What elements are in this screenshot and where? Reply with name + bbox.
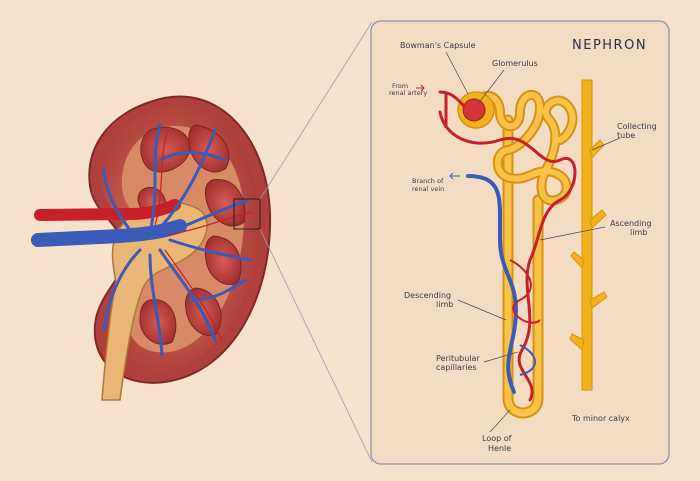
arrow-vein-icon [449,172,460,180]
artery-branches [154,129,253,341]
label-loop-of-henle-1: Loop of [482,434,512,443]
magnifier-box-icon [233,198,261,230]
leader-lines [445,51,621,433]
kidney-cross-section-icon [31,95,272,401]
label-to-minor-calyx: To minor calyx [571,414,630,423]
label-peritubular-2: capillaries [436,363,477,372]
label-glomerulus: Glomerulus [492,59,538,68]
label-branch-renal-vein-1: Branch of [412,177,444,185]
label-peritubular-1: Peritubular [436,354,480,363]
label-from-renal-artery-1: From [392,82,408,90]
label-descending-limb-1: Descending [404,291,451,300]
label-branch-renal-vein-2: renal vein [412,185,444,193]
zoom-line-bottom [259,228,373,463]
label-descending-limb-2: limb [436,300,453,309]
zoom-line-top [259,21,373,200]
renal-artery [34,199,181,221]
nephron-panel [370,20,670,465]
label-ascending-limb-2: limb [630,228,647,237]
vein-branches [102,123,252,357]
arrow-artery-icon [416,84,425,92]
label-collecting-tube-1: Collecting [617,122,657,131]
nephron-icon [438,79,608,419]
page-title: NEPHRON [572,38,647,53]
label-ascending-limb-1: Ascending [610,219,651,228]
label-collecting-tube-2: tube [617,131,635,140]
label-from-renal-artery-2: renal artery [389,89,427,97]
label-loop-of-henle-2: Henle [488,444,511,453]
label-bowmans-capsule: Bowman's Capsule [400,41,476,50]
